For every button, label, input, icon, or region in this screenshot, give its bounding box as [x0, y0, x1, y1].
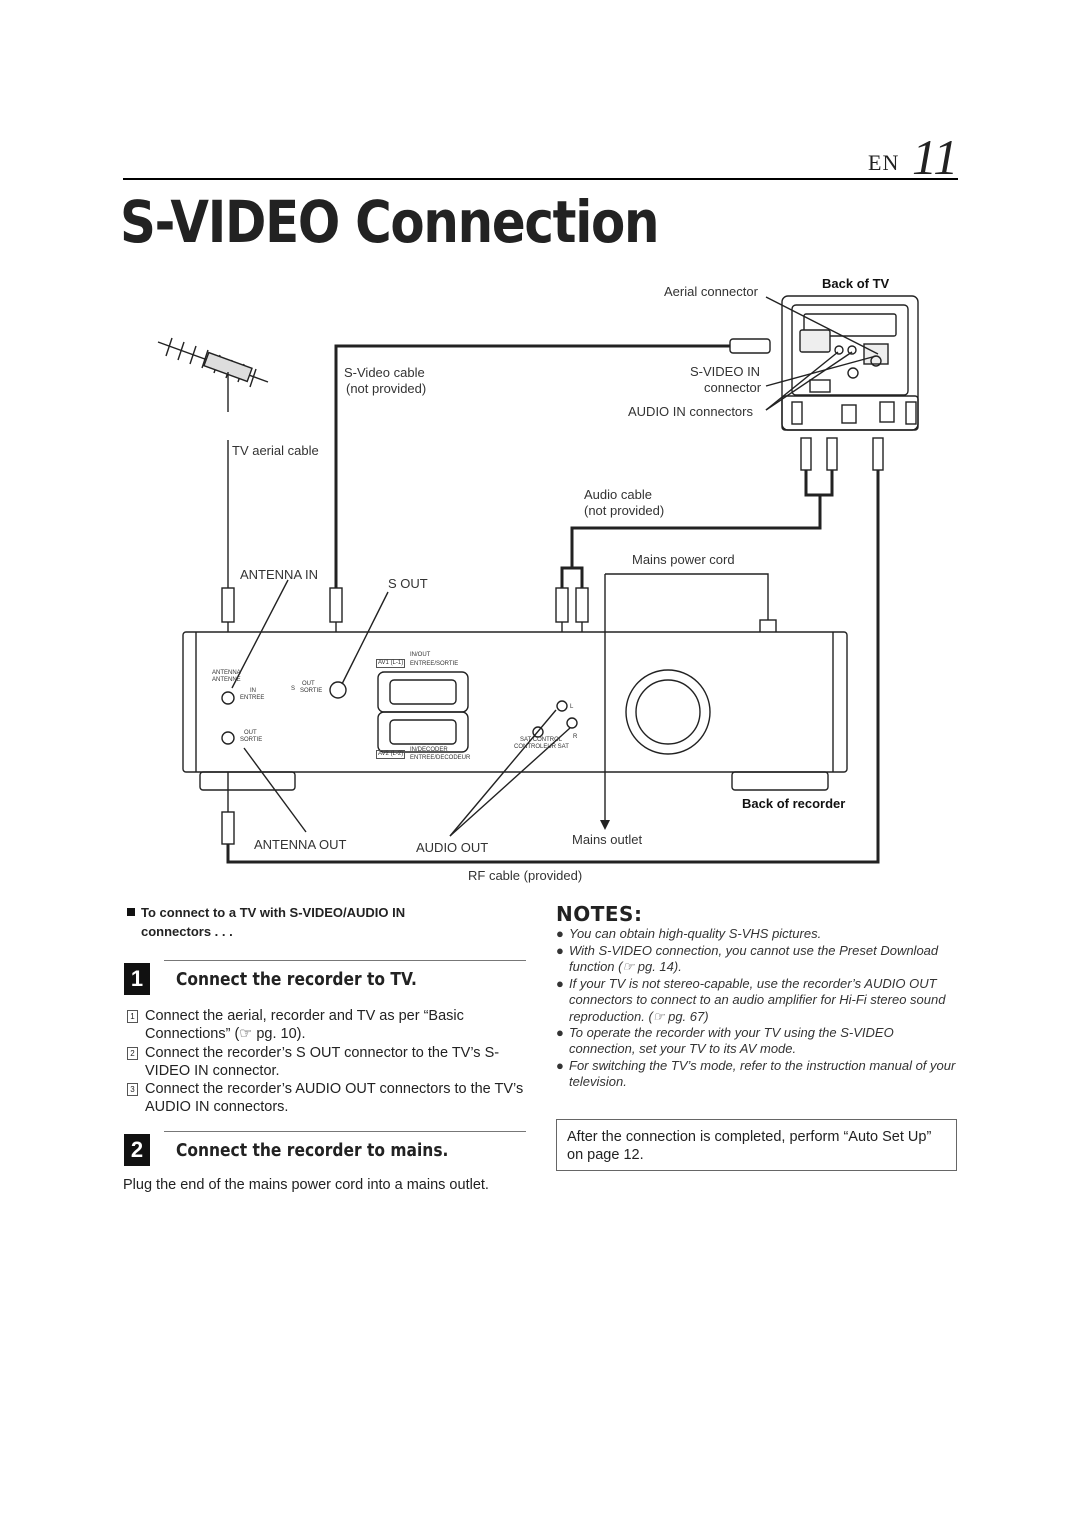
- panel-entree-sortie-label: ENTREE/SORTIE: [410, 661, 459, 667]
- step1-item-3-text: Connect the recorder’s AUDIO OUT connect…: [145, 1081, 524, 1115]
- step1-item-1: 1 Connect the aerial, recorder and TV as…: [127, 1007, 527, 1043]
- panel-s-sortie-label: SORTIE: [300, 688, 323, 694]
- bullet-icon: ●: [556, 926, 564, 941]
- tv-aerial-cable-label: TV aerial cable: [232, 443, 319, 458]
- panel-av1-label: AV1 (L-1): [376, 659, 406, 668]
- panel-l-label: L: [570, 704, 574, 710]
- language-label: EN: [868, 150, 900, 175]
- intro-line-1: To connect to a TV with S-VIDEO/AUDIO IN: [141, 905, 406, 920]
- step2-rule: [164, 1131, 526, 1132]
- panel-entree-label: ENTREE: [240, 695, 265, 701]
- note-5: ● For switching the TV’s mode, refer to t…: [556, 1058, 961, 1091]
- step1-item-2-number: 2: [127, 1047, 138, 1060]
- svideo-in-connector-label: connector: [704, 380, 762, 395]
- bullet-icon: ●: [556, 1058, 564, 1073]
- square-bullet-icon: [127, 908, 135, 916]
- step2-number: 2: [124, 1134, 150, 1166]
- step1-header: 1 Connect the recorder to TV.: [124, 960, 526, 995]
- recorder-back-illustration: [182, 631, 848, 791]
- panel-r-label: R: [573, 734, 578, 740]
- step1-item-1-number: 1: [127, 1010, 138, 1023]
- audio-cable-note: (not provided): [584, 503, 665, 518]
- panel-sortie-label: SORTIE: [240, 737, 263, 743]
- notes-title: NOTES:: [556, 902, 643, 926]
- aerial-connector-label: Aerial connector: [664, 284, 758, 299]
- back-of-recorder-label: Back of recorder: [742, 796, 846, 811]
- panel-sat-control-label: SAT CONTROL: [520, 737, 563, 743]
- panel-in-label: IN: [250, 688, 256, 694]
- bullet-icon: ●: [556, 1025, 564, 1040]
- page-title: S-VIDEO Connection: [120, 188, 659, 256]
- tv-antenna-illustration: [157, 337, 269, 412]
- step1-item-2-text: Connect the recorder’s S OUT connector t…: [145, 1045, 500, 1079]
- mains-outlet-label: Mains outlet: [572, 832, 643, 847]
- step1-item-2: 2 Connect the recorder’s S OUT connector…: [127, 1044, 527, 1080]
- note-3: ● If your TV is not stereo-capable, use t…: [556, 976, 961, 1025]
- note-1: ● You can obtain high-quality S-VHS pictu…: [556, 926, 961, 942]
- panel-s-out-label: OUT: [302, 681, 315, 687]
- panel-entree-decodeur-label: ENTREE/DECODEUR: [410, 755, 471, 761]
- step1-item-1-text: Connect the aerial, recorder and TV as p…: [145, 1008, 464, 1042]
- back-of-tv-label: Back of TV: [822, 276, 890, 291]
- panel-av2-label: AV2 (L-2): [376, 750, 406, 759]
- panel-s-label: S: [291, 686, 296, 692]
- step2-text: Plug the end of the mains power cord int…: [123, 1177, 489, 1193]
- rf-cable-label: RF cable (provided): [468, 868, 583, 883]
- bullet-icon: ●: [556, 976, 564, 991]
- step1-heading: Connect the recorder to TV.: [176, 969, 417, 990]
- step1-item-3: 3 Connect the recorder’s AUDIO OUT conne…: [127, 1080, 527, 1116]
- step1-item-3-number: 3: [127, 1083, 138, 1096]
- panel-out-label: OUT: [244, 730, 257, 736]
- bullet-icon: ●: [556, 943, 564, 958]
- page-number: 11: [912, 129, 959, 185]
- after-connection-box: After the connection is completed, perfo…: [556, 1119, 957, 1171]
- note-3-text: If your TV is not stereo-capable, use th…: [569, 976, 946, 1024]
- connection-diagram: [157, 295, 919, 864]
- svideo-in-label: S-VIDEO IN: [690, 364, 761, 379]
- antenna-in-label: ANTENNA IN: [240, 567, 319, 582]
- svideo-cable-label: S-Video cable: [344, 365, 425, 380]
- note-4-text: To operate the recorder with your TV usi…: [569, 1025, 894, 1057]
- svideo-cable: [334, 344, 730, 588]
- step2-heading: Connect the recorder to mains.: [176, 1140, 449, 1161]
- intro-heading: To connect to a TV with S-VIDEO/AUDIO IN…: [127, 903, 527, 941]
- panel-in-out-label: IN/OUT: [410, 652, 431, 658]
- header-rule: [123, 178, 958, 180]
- step1-rule: [164, 960, 526, 961]
- svideo-cable-note: (not provided): [346, 381, 427, 396]
- mains-power-cord: [605, 573, 769, 620]
- note-2: ● With S-VIDEO connection, you cannot use…: [556, 943, 961, 976]
- note-4: ● To operate the recorder with your TV us…: [556, 1025, 961, 1058]
- audio-cable: [560, 470, 822, 588]
- rf-cable: [226, 470, 880, 864]
- panel-controleur-sat-label: CONTROLEUR SAT: [514, 744, 569, 750]
- s-out-label: S OUT: [388, 576, 428, 591]
- mains-power-cord-label: Mains power cord: [632, 552, 735, 567]
- antenna-out-label: ANTENNA OUT: [254, 837, 347, 852]
- panel-in-decoder-label: IN/DECODER: [410, 747, 448, 753]
- step1-number: 1: [124, 963, 150, 995]
- audio-cable-label: Audio cable: [584, 487, 652, 502]
- note-1-text: You can obtain high-quality S-VHS pictur…: [569, 926, 822, 941]
- note-2-text: With S-VIDEO connection, you cannot use …: [569, 943, 939, 975]
- panel-antenna-label: ANTENNA: [212, 670, 241, 676]
- note-5-text: For switching the TV’s mode, refer to th…: [569, 1058, 956, 1090]
- intro-line-2: connectors . . .: [141, 924, 233, 939]
- audio-out-label: AUDIO OUT: [416, 840, 489, 855]
- audio-in-connectors-label: AUDIO IN connectors: [628, 404, 753, 419]
- panel-antenne-label: ANTENNE: [212, 677, 241, 683]
- step2-header: 2 Connect the recorder to mains.: [124, 1131, 526, 1166]
